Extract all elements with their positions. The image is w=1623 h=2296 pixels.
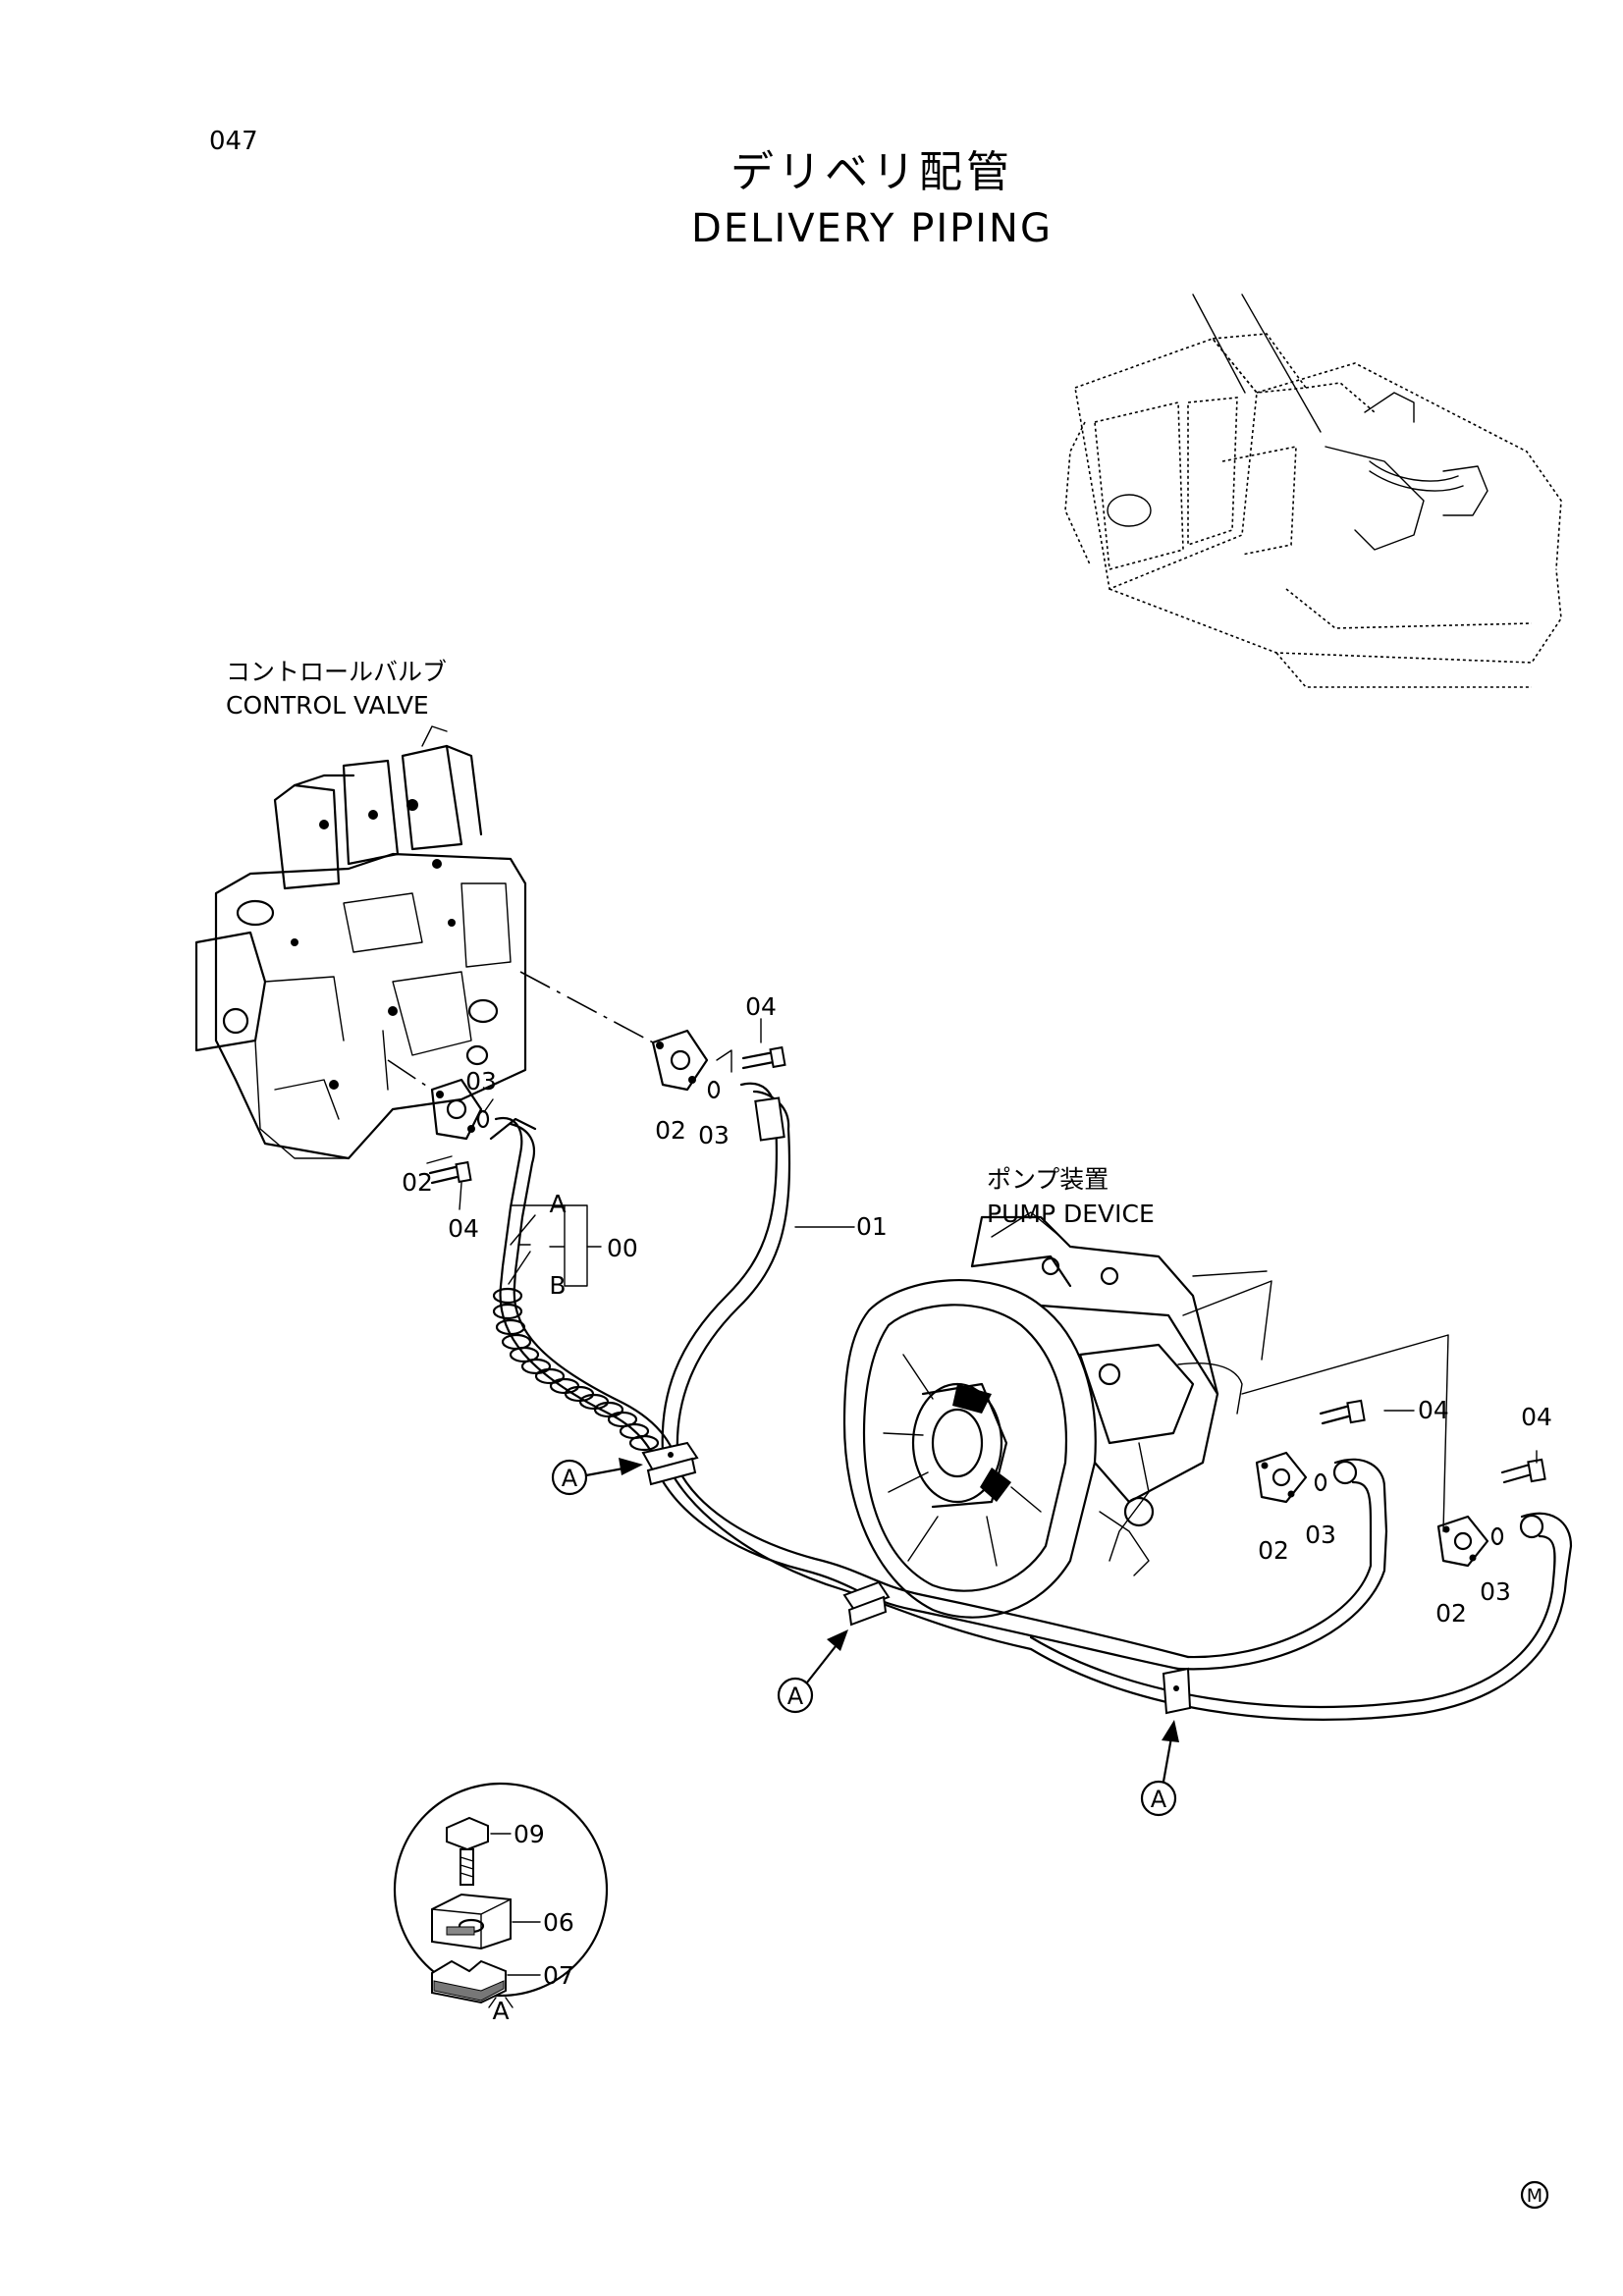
callout-cv-oring-upper: 03 (698, 1121, 730, 1149)
clamp-ref-2: A (777, 1629, 848, 1714)
callout-pump-flange-left: 02 (1258, 1536, 1289, 1565)
svg-text:A: A (787, 1682, 804, 1710)
pump-leader-line (1182, 1280, 1272, 1361)
callout-hose-assy: 00 (607, 1234, 638, 1262)
clamp-1 (641, 1441, 699, 1486)
clamp-2 (842, 1580, 891, 1627)
cv-lower-port-chain-line (387, 1059, 433, 1091)
pump-right-flange-set (1436, 1458, 1573, 1582)
callout-cv-bolt-lower: 04 (448, 1214, 479, 1243)
hose-spiral-guard (492, 1287, 660, 1452)
callout-hose-b: B (549, 1271, 566, 1300)
callout-cv-flange-upper: 02 (655, 1116, 686, 1145)
svg-text:M: M (1527, 2185, 1542, 2207)
callout-cv-flange-lower: 02 (402, 1168, 433, 1197)
clamp-3 (1162, 1667, 1192, 1715)
callout-hose-a: A (549, 1190, 566, 1218)
detail-part-09: 09 (514, 1820, 545, 1848)
callout-cv-bolt-upper: 04 (745, 992, 777, 1021)
callout-pump-oring-left: 03 (1305, 1521, 1336, 1549)
excavator-locator-illustration (1064, 294, 1562, 688)
svg-text:A: A (1151, 1786, 1167, 1813)
callout-cv-oring-lower: 03 (465, 1067, 497, 1095)
callout-pump-oring-right: 03 (1480, 1577, 1511, 1606)
control-valve-illustration (194, 725, 527, 1160)
title-english: DELIVERY PIPING (691, 206, 1053, 251)
callout-leaders (426, 1018, 1538, 1464)
control-valve-label-en: CONTROL VALVE (226, 691, 429, 720)
publisher-mark: M (1520, 2180, 1549, 2210)
callout-pump-bolt-left: 04 (1418, 1396, 1449, 1424)
clamp-ref-3: A (1140, 1720, 1179, 1817)
delivery-pipe-01 (661, 1082, 791, 1455)
cv-upper-port-chain-line (519, 971, 654, 1043)
control-valve-label-ja: コントロールバルブ (226, 658, 447, 686)
detail-view-label: A (492, 1997, 509, 2025)
pump-leader-line-lower (1241, 1334, 1449, 1532)
callout-pipe: 01 (856, 1212, 888, 1241)
detail-part-07: 07 (543, 1961, 574, 1990)
pump-device-illustration (842, 1211, 1268, 1619)
delivery-hose-assembly (489, 1116, 679, 1474)
pump-device-label-en: PUMP DEVICE (987, 1200, 1155, 1228)
clamp-ref-1: A (551, 1458, 643, 1496)
detail-part-06: 06 (543, 1908, 574, 1937)
cv-upper-flange-set (651, 1029, 786, 1099)
svg-text:A: A (562, 1465, 578, 1492)
cv-lower-flange-set (428, 1078, 490, 1185)
callout-pump-bolt-right: 04 (1521, 1403, 1552, 1431)
title-japanese: デリベリ配管 (730, 147, 1013, 197)
pump-device-label-ja: ポンプ装置 (987, 1165, 1109, 1194)
main-pipe-run (656, 1451, 1568, 1721)
callout-pump-flange-right: 02 (1435, 1599, 1467, 1628)
pump-left-flange-set (1255, 1399, 1388, 1533)
detail-a-view: 09 06 07 A (393, 1782, 609, 2025)
page-number: 047 (209, 127, 258, 156)
